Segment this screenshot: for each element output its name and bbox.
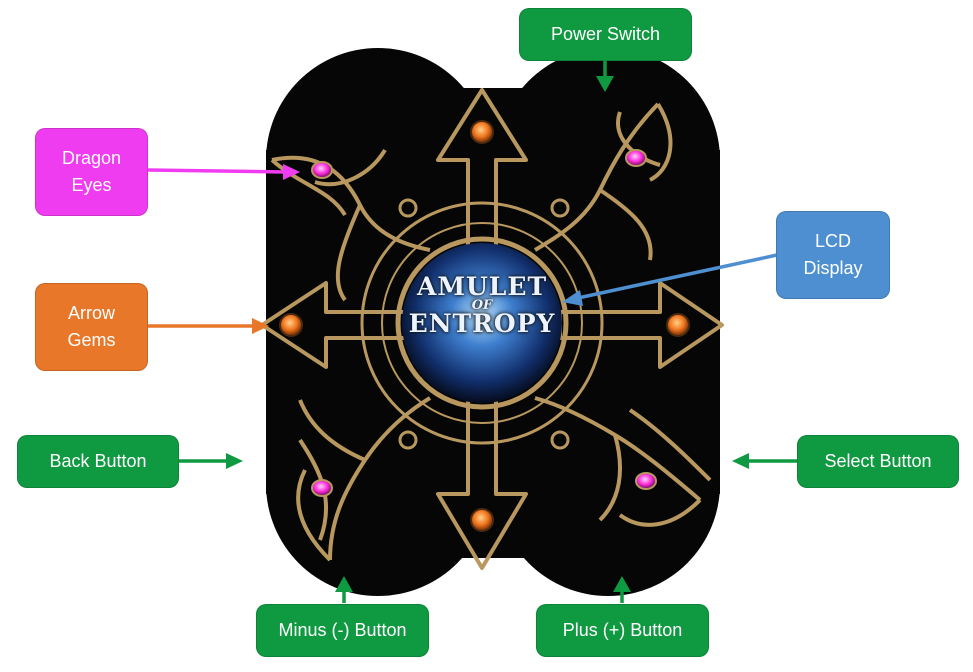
callout-arrows <box>147 60 797 603</box>
inner-ring <box>381 222 583 424</box>
dragon-eyes-arrowhead <box>283 164 300 180</box>
ornament-dot <box>550 430 570 450</box>
power-switch-label: Power Switch <box>519 8 692 61</box>
arrow-gems-text: Arrow Gems <box>67 303 116 350</box>
lcd-bezel <box>395 236 569 410</box>
dragon-head-br <box>618 408 712 527</box>
minus-button-arrowhead <box>335 576 353 592</box>
plus-button-text: Plus (+) Button <box>562 620 683 640</box>
dragon-neck-tl <box>271 155 431 302</box>
select-button-text: Select Button <box>824 451 932 471</box>
dragon-head-tr <box>616 102 673 182</box>
dragon-head-tl <box>270 148 387 217</box>
dragon-eyes-label: Dragon Eyes <box>35 128 148 216</box>
select-button-label: Select Button <box>797 435 959 488</box>
chaos-star-ornament <box>260 88 724 570</box>
select-button-arrowhead <box>732 453 749 469</box>
gem-up <box>470 120 494 144</box>
back-button-label: Back Button <box>17 435 179 488</box>
minus-button-text: Minus (-) Button <box>278 620 407 640</box>
minus-button-label: Minus (-) Button <box>256 604 429 657</box>
eye-br <box>635 472 657 490</box>
lcd-display-label: LCD Display <box>776 211 890 299</box>
lcd-display-text: LCD Display <box>803 231 863 278</box>
ornament-dot <box>398 430 418 450</box>
gem-right <box>666 313 690 337</box>
gem-down <box>470 508 494 532</box>
back-button-text: Back Button <box>49 451 147 471</box>
eye-tr <box>625 149 647 167</box>
arrow-gems <box>279 120 690 532</box>
plus-button-label: Plus (+) Button <box>536 604 709 657</box>
lcd-display-arrow <box>577 253 778 300</box>
arrow-gems-arrowhead <box>252 318 269 334</box>
dragon-neck-tr <box>533 102 660 261</box>
dragon-eyes-arrow <box>147 168 286 174</box>
power-switch-arrowhead <box>596 76 614 92</box>
power-switch-text: Power Switch <box>550 24 661 44</box>
dragon-eyes-text: Dragon Eyes <box>61 148 122 195</box>
lcd-display-arrowhead <box>562 290 583 306</box>
ornament-dot <box>550 198 570 218</box>
gem-left <box>279 313 303 337</box>
ornament-dot <box>398 198 418 218</box>
dragon-neck-br <box>534 396 702 522</box>
eye-tl <box>311 161 333 179</box>
dragon-neck-bl <box>298 396 432 561</box>
back-button-arrowhead <box>226 453 243 469</box>
lcd-screen <box>402 243 562 403</box>
plus-button-arrowhead <box>613 576 631 592</box>
outer-ring <box>360 201 604 445</box>
arrow-gems-label: Arrow Gems <box>35 283 148 371</box>
eye-bl <box>311 479 333 497</box>
dragon-eyes <box>311 149 657 497</box>
